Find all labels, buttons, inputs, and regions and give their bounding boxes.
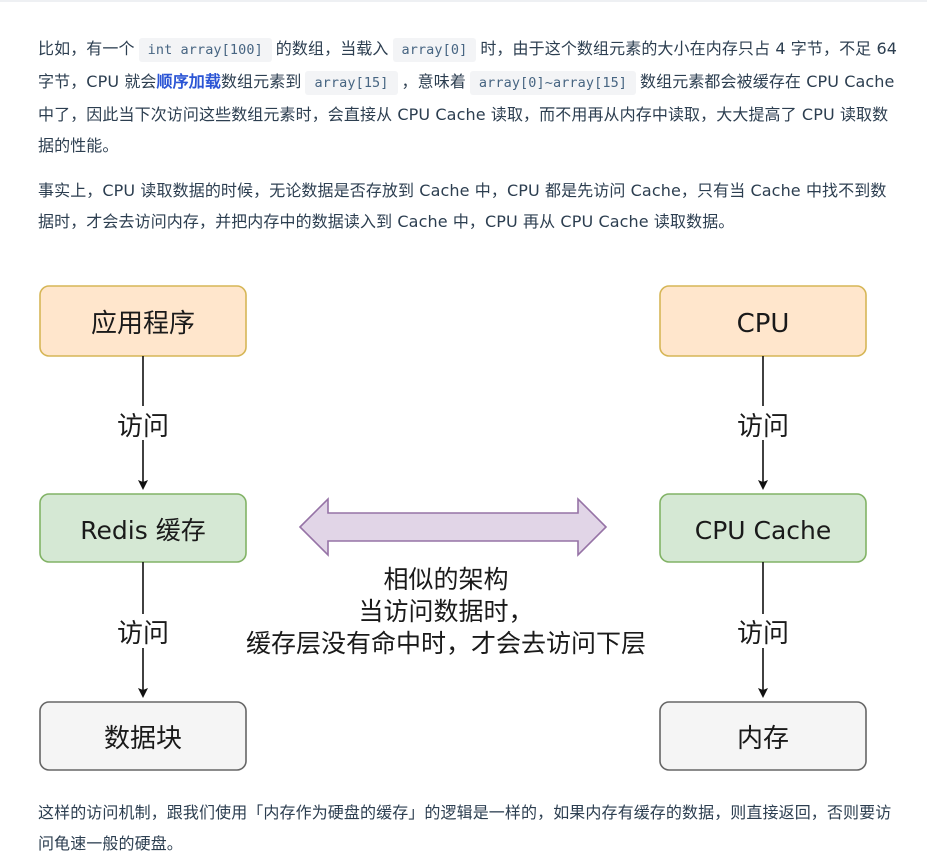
para1-text-4: 数组元素到 — [220, 72, 302, 91]
box-application-label: 应用程序 — [91, 309, 195, 339]
edge-label-left-2: 访问 — [117, 619, 169, 649]
bold-sequential-load: 顺序加载 — [156, 72, 221, 91]
para1-text-2: 的数组，当载入 — [275, 39, 389, 58]
edge-label-bg — [108, 614, 178, 648]
box-data-block-label: 数据块 — [104, 724, 182, 754]
box-cpu-label: CPU — [737, 309, 790, 339]
edge-label-bg — [728, 406, 798, 440]
para1-text-1: 比如，有一个 — [38, 39, 135, 58]
edge-label-bg — [728, 614, 798, 648]
paragraph-cpu-cache-read: 事实上，CPU 读取数据的时候，无论数据是否存放到 Cache 中，CPU 都是… — [38, 181, 887, 231]
edge-label-bg — [108, 406, 178, 440]
edge-label-left-1: 访问 — [117, 412, 169, 442]
box-cpu-cache-label: CPU Cache — [695, 516, 832, 545]
inline-code-array-15: array[15] — [305, 71, 398, 95]
box-memory-label: 内存 — [737, 724, 789, 754]
edge-label-right-2: 访问 — [737, 619, 789, 649]
inline-code-array-range: array[0]~array[15] — [469, 71, 637, 95]
inline-code-array-0: array[0] — [392, 38, 477, 62]
para1-text-6: 数组元素都会被缓存在 CPU Cache 中了，因此当下次访问这些数组元素时，会… — [38, 72, 895, 155]
box-memory — [659, 701, 867, 771]
box-redis-cache-label: Redis 缓存 — [80, 516, 205, 545]
para1-text-3: 时，由于这个数组元素的大小在内存只占 4 字节，不足 64 字节，CPU 就会 — [38, 39, 898, 91]
caption-line-1: 相似的架构 — [383, 565, 508, 594]
top-divider — [0, 0, 927, 2]
paragraph-memory-disk-analogy: 这样的访问机制，跟我们使用「内存作为硬盘的缓存」的逻辑是一样的，如果内存有缓存的… — [38, 803, 892, 853]
edge-label-right-1: 访问 — [737, 412, 789, 442]
box-data-block — [39, 701, 247, 771]
para1-text-5: ，意味着 — [401, 72, 466, 91]
caption-line-3: 缓存层没有命中时，才会去访问下层 — [246, 629, 646, 658]
double-arrow-icon — [298, 497, 608, 557]
cache-architecture-diagram: 应用程序 访问 Redis 缓存 访问 数据块 CPU 访问 CPU Cache… — [39, 285, 867, 771]
inline-code-int-array: int array[100] — [138, 38, 272, 62]
caption-line-2: 当访问数据时， — [358, 597, 533, 626]
